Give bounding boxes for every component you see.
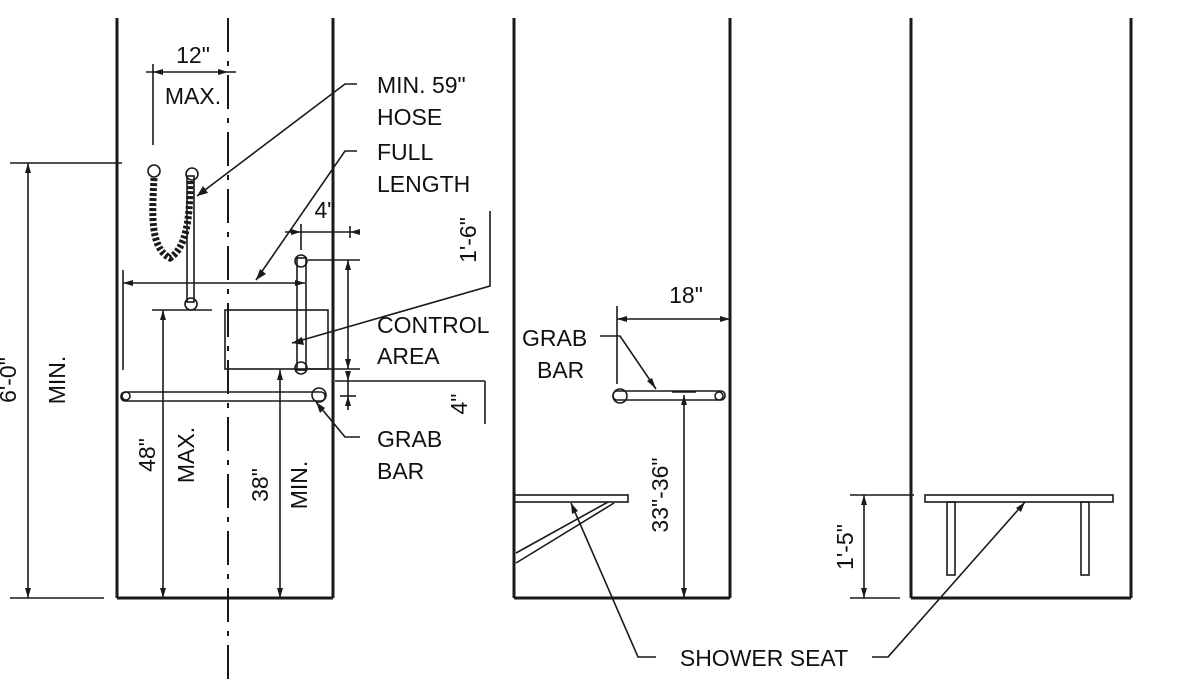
hose-icon <box>149 177 194 263</box>
dim-12-max-label: MAX. <box>165 83 221 109</box>
dim-1-5-label: 1'-5" <box>832 524 858 570</box>
seat-leader-right <box>872 501 1026 658</box>
control-leader <box>291 211 491 344</box>
label-grab-b-1: GRAB <box>522 325 587 351</box>
seat-brace <box>515 501 609 554</box>
hand-shower <box>147 164 199 311</box>
dim-4-bottom-label: 4" <box>446 394 472 415</box>
label-grab-a-1: GRAB <box>377 426 442 452</box>
shower-head-mount <box>147 164 161 178</box>
dim-48-label: 48" <box>134 438 160 472</box>
dim-4-bottom <box>335 371 486 424</box>
dim-6-0 <box>10 162 122 599</box>
dim-33-36 <box>672 391 696 598</box>
bench-leg-right <box>1080 501 1090 576</box>
dim-1-5 <box>850 494 914 599</box>
dim-12-max <box>146 64 236 145</box>
dim-1-6-label: 1'-6" <box>455 217 481 263</box>
dim-1-6 <box>308 259 360 370</box>
slide-bar <box>186 175 195 303</box>
label-full-2: LENGTH <box>377 171 470 197</box>
label-control-1: CONTROL <box>377 312 490 338</box>
hose-leader <box>196 83 357 197</box>
grab-bar-leader-a <box>315 401 360 438</box>
dim-6-0-min-label: MIN. <box>44 356 70 405</box>
right-elevation: 1'-5" <box>832 18 1133 600</box>
dim-6-0-label: 6'-0" <box>0 357 21 403</box>
dim-18 <box>616 306 730 384</box>
dim-48 <box>160 310 166 598</box>
folding-seat <box>513 494 629 503</box>
label-control-2: AREA <box>377 343 440 369</box>
dim-38 <box>277 370 283 598</box>
bench-leg-left <box>946 501 956 576</box>
seat-grab-bar <box>612 390 726 401</box>
grab-bar-leader-b <box>600 335 657 390</box>
vertical-grab-bar <box>296 257 307 371</box>
dim-12-label: 12" <box>176 42 210 68</box>
dim-33-36-label: 33"-36" <box>647 457 673 532</box>
full-length-leader <box>255 150 357 281</box>
label-hose-2: HOSE <box>377 104 442 130</box>
dim-38-label: 38" <box>247 468 273 502</box>
dim-4-top <box>285 224 360 250</box>
label-shower-seat: SHOWER SEAT <box>680 645 848 671</box>
label-hose-1: MIN. 59" <box>377 72 466 98</box>
label-full-1: FULL <box>377 139 433 165</box>
label-grab-b-2: BAR <box>537 357 584 383</box>
middle-elevation: 18" GRAB BAR 33"-36" <box>512 18 732 600</box>
left-elevation: 12" MAX. MIN. 59" HOSE FULL LENGTH <box>0 18 491 680</box>
dim-38-min-label: MIN. <box>286 461 312 510</box>
dim-4-top-label: 4" <box>315 197 336 223</box>
seat-leader-left <box>570 502 656 658</box>
label-grab-a-2: BAR <box>377 458 424 484</box>
dim-48-max-label: MAX. <box>173 427 199 483</box>
dim-full-length <box>122 270 305 370</box>
shower-seat-leaders: SHOWER SEAT <box>570 501 1026 671</box>
horizontal-grab-bar <box>120 391 326 402</box>
bench-seat <box>924 494 1114 503</box>
dim-18-label: 18" <box>669 282 703 308</box>
control-area-zone <box>224 309 329 370</box>
